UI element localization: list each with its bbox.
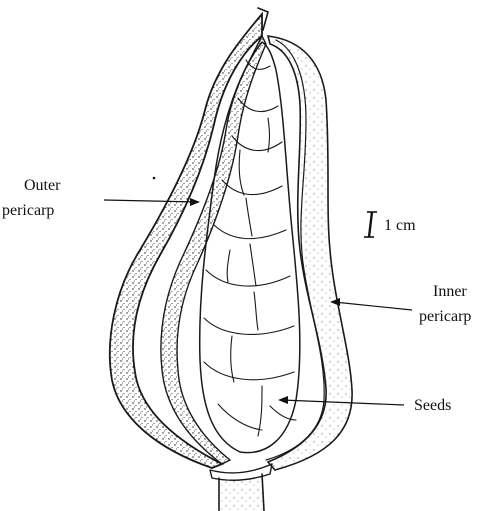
inner-pericarp-label-line1: Inner xyxy=(433,283,467,300)
scale-label: 1 cm xyxy=(384,217,416,234)
outer-pericarp-wall xyxy=(110,8,268,468)
seeds-annotation: Seeds xyxy=(278,396,451,414)
scale-bar: 1 cm xyxy=(364,212,416,237)
inner-pericarp-pointer xyxy=(334,302,412,310)
inner-pericarp-wall xyxy=(266,36,352,470)
inner-pericarp-annotation: Inner pericarp xyxy=(330,283,471,325)
outer-pericarp-label-line1: Outer xyxy=(24,177,61,194)
seeds-label: Seeds xyxy=(414,397,451,414)
stray-dot xyxy=(153,177,156,180)
inner-pericarp-label-line2: pericarp xyxy=(419,308,471,325)
fruit-stalk xyxy=(210,464,272,511)
outer-pericarp-label-line2: pericarp xyxy=(2,202,54,219)
